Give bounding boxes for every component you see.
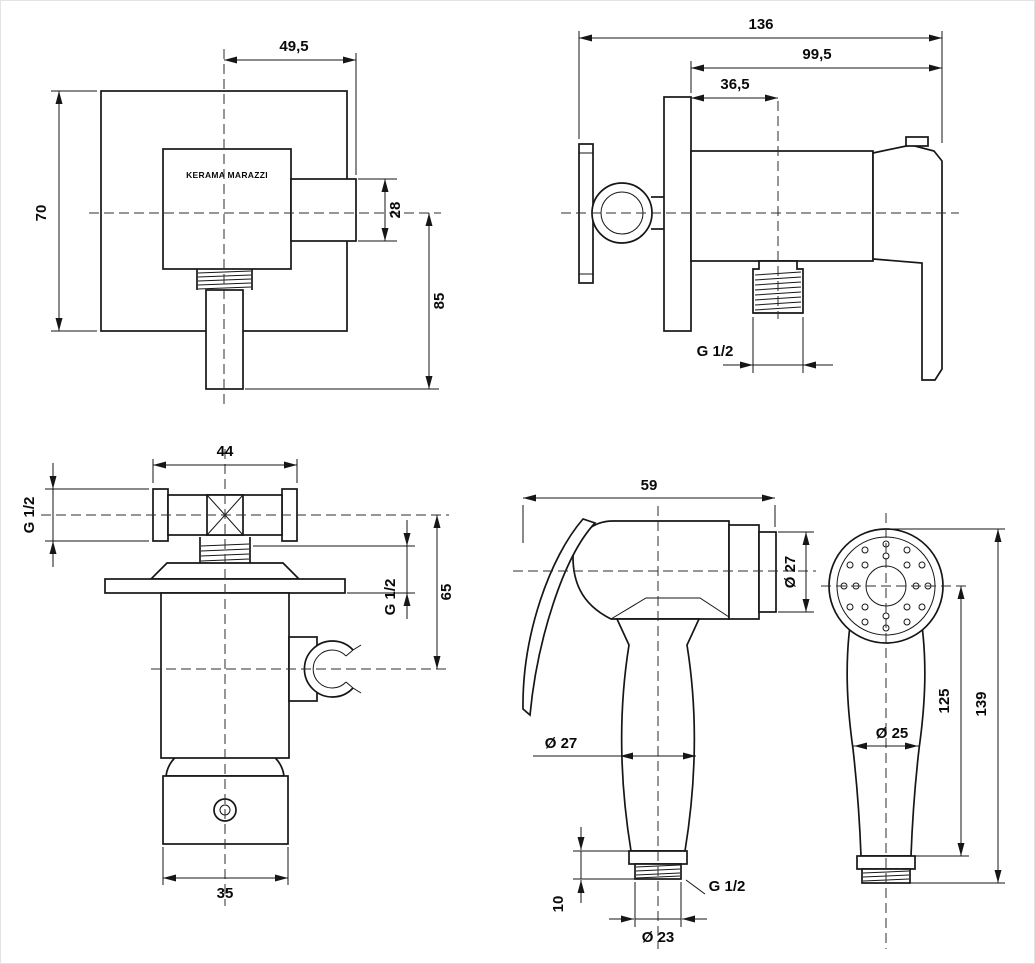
dim-bracket-width: 44 xyxy=(217,443,234,460)
escutcheon-side xyxy=(663,96,692,332)
dim-head-dia-front: Ø 25 xyxy=(876,725,909,742)
label-outlet-thread: G 1/2 xyxy=(697,343,734,360)
brand-label: KERAMA MARAZZI xyxy=(186,170,268,180)
holder-dimensions: 44 G 1/2 G 1/2 65 35 xyxy=(21,443,455,902)
mixer-side-dimensions: 136 99,5 36,5 G 1/2 xyxy=(578,16,943,373)
dim-spray-length: 59 xyxy=(641,477,658,494)
dim-side-total: 136 xyxy=(748,16,773,33)
label-bracket-thread: G 1/2 xyxy=(21,497,38,534)
dim-base-width: 35 xyxy=(217,885,234,902)
spray-side-dimensions: 59 Ø 27 Ø 27 10 Ø 23 G 1/2 xyxy=(522,477,814,946)
mixer-side-centerlines xyxy=(561,101,959,319)
holder-centerlines xyxy=(41,449,449,906)
handle-cap xyxy=(905,136,929,147)
dim-front-width: 49,5 xyxy=(279,38,308,55)
holder-shapes xyxy=(104,488,362,845)
holder-ring-outer xyxy=(303,640,354,698)
mixer-side-shapes xyxy=(578,96,943,381)
dim-nut-dia: Ø 23 xyxy=(642,929,675,946)
spray-side-centerlines xyxy=(513,506,816,949)
view-mixer-side: 136 99,5 36,5 G 1/2 xyxy=(561,16,959,381)
mixer-knob xyxy=(290,178,357,242)
spray-side-shapes xyxy=(522,518,777,880)
mixer-front-dimensions: 49,5 70 28 85 xyxy=(33,38,448,390)
view-spray-side: 59 Ø 27 Ø 27 10 Ø 23 G 1/2 xyxy=(513,477,816,949)
dim-height-body: 125 xyxy=(936,688,953,713)
dim-front-height: 70 xyxy=(33,205,50,222)
label-spray-thread: G 1/2 xyxy=(709,878,746,895)
spray-head-side xyxy=(572,520,730,620)
mixer-front-shapes: KERAMA MARAZZI xyxy=(100,90,357,390)
mixer-body xyxy=(162,148,292,270)
view-spray-front: Ø 25 125 139 xyxy=(821,513,1005,949)
dim-height-total: 139 xyxy=(973,691,990,716)
dim-spray-body-dia: Ø 27 xyxy=(545,735,578,752)
view-holder: 44 G 1/2 G 1/2 65 35 xyxy=(21,443,455,906)
holder-ring-inner xyxy=(312,649,347,689)
dim-spout-drop: 85 xyxy=(431,293,448,310)
spray-front-centerlines xyxy=(821,513,967,949)
view-mixer-front: KERAMA MARAZZI 49,5 70 28 85 xyxy=(33,38,448,409)
spray-face-edge xyxy=(758,531,777,613)
label-holder-thread: G 1/2 xyxy=(382,579,399,616)
dim-holder-offset: 65 xyxy=(438,584,455,601)
dim-side-depth: 99,5 xyxy=(802,46,831,63)
spray-cap-ring xyxy=(728,524,760,620)
lever-handle xyxy=(872,144,943,381)
mixer-body-side xyxy=(690,150,874,262)
dim-knob-height: 28 xyxy=(387,202,404,219)
spray-front-dimensions: Ø 25 125 139 xyxy=(853,528,1005,884)
head-facets xyxy=(610,597,730,620)
dim-outlet-offset: 36,5 xyxy=(720,76,749,93)
dim-nut-height: 10 xyxy=(550,896,567,913)
dim-spray-head-dia: Ø 27 xyxy=(782,556,799,589)
